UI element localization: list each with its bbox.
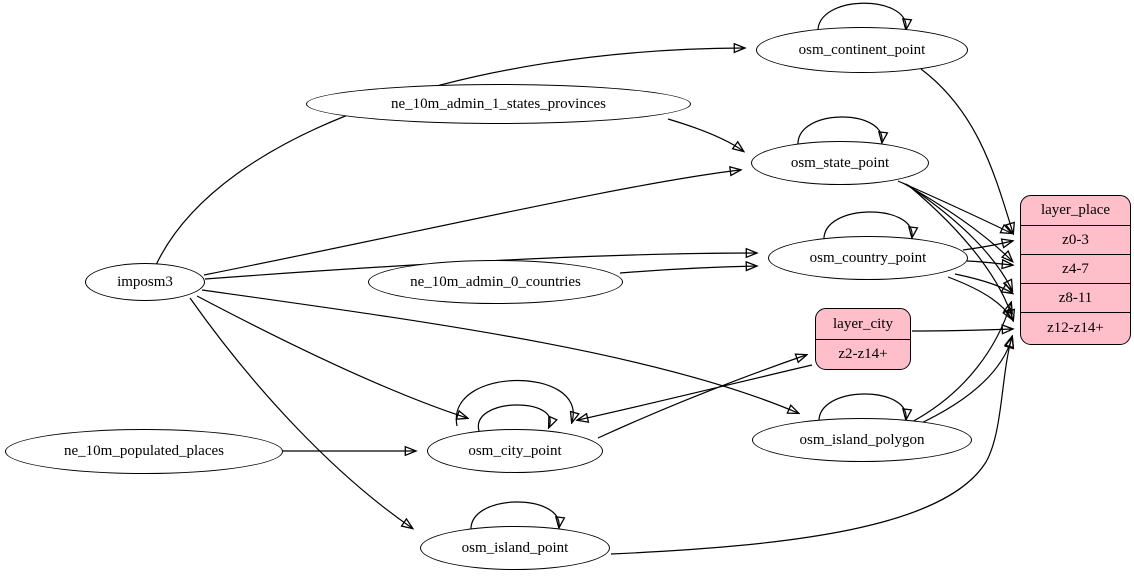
edge-imposm3-osm_state_point	[203, 170, 740, 276]
edge-osm_island_point-layer_place-z12-z14	[610, 337, 1012, 555]
edge-layer_city-layer_place-z12-z14	[911, 329, 1012, 331]
edge-ne_10m_admin_1_states_provinces-osm_state_point	[667, 118, 743, 151]
edge-osm_state_point-layer_place-z4-7	[902, 182, 1012, 261]
node-osm_state_point: osm_state_point	[751, 141, 929, 185]
edge-osm_country_point-layer_place-z12-z14	[947, 276, 1012, 319]
node-osm_country_point-label: osm_country_point	[809, 249, 927, 266]
record-layer_place: layer_place z0-3 z4-7 z8-11 z12-z14+	[1020, 195, 1131, 345]
self-loop-osm_island_point	[470, 501, 559, 532]
node-osm_island_polygon: osm_island_polygon	[752, 418, 972, 462]
node-osm_island_point-label: osm_island_point	[461, 539, 569, 556]
node-osm_state_point-label: osm_state_point	[790, 154, 890, 171]
edge-imposm3-osm_island_polygon	[201, 289, 798, 413]
node-imposm3-label: imposm3	[117, 273, 173, 290]
self-loop-osm_city_point-outer	[455, 379, 573, 427]
record-layer_place-row-z8-11: z8-11	[1021, 283, 1130, 312]
edge-osm_island_polygon-layer_place-z12-z14	[914, 338, 1012, 427]
node-ne_10m_admin_1_states_provinces-label: ne_10m_admin_1_states_provinces	[391, 95, 606, 112]
edge-osm_country_point-layer_place-z0-3	[962, 241, 1012, 251]
self-loop-osm_island_polygon	[818, 393, 906, 424]
record-layer_place-row-z0-3: z0-3	[1021, 225, 1130, 254]
edge-osm_state_point-layer_place-z8-11	[905, 183, 1012, 290]
edge-imposm3-osm_city_point	[196, 295, 467, 418]
node-imposm3: imposm3	[85, 263, 205, 301]
record-layer_place-title: layer_place	[1040, 202, 1111, 218]
self-loop-osm_state_point	[797, 116, 882, 147]
node-ne_10m_populated_places: ne_10m_populated_places	[5, 429, 283, 474]
node-osm_city_point: osm_city_point	[427, 429, 603, 473]
node-osm_island_polygon-label: osm_island_polygon	[799, 431, 925, 448]
record-layer_place-row-z12-z14: z12-z14+	[1021, 312, 1130, 343]
edge-osm_island_polygon-layer_place-z8-11	[909, 303, 1011, 424]
record-layer_city-row-z2-z14: z2-z14+	[816, 339, 910, 368]
node-osm_continent_point: osm_continent_point	[756, 27, 968, 73]
record-layer_city: layer_city z2-z14+	[815, 308, 911, 370]
edge-osm_country_point-layer_place-z8-11	[954, 273, 1012, 293]
node-ne_10m_admin_1_states_provinces: ne_10m_admin_1_states_provinces	[306, 84, 691, 124]
self-loop-osm_city_point-inner	[478, 404, 550, 432]
edge-ne_10m_admin_0_countries-osm_country_point	[619, 266, 756, 274]
node-ne_10m_populated_places-label: ne_10m_populated_places	[64, 443, 224, 459]
edge-osm_state_point-layer_place-z0-3	[897, 180, 1011, 233]
edge-osm_country_point-layer_place-z4-7	[966, 261, 1012, 265]
node-osm_country_point: osm_country_point	[768, 236, 968, 280]
edge-osm_continent_point-layer_place-z0-3	[920, 68, 1013, 233]
record-layer_place-row-z4-7: z4-7	[1021, 254, 1130, 283]
node-ne_10m_admin_0_countries: ne_10m_admin_0_countries	[368, 260, 623, 304]
edge-osm_city_point-layer_city-z2-z14	[597, 355, 806, 439]
node-osm_continent_point-label: osm_continent_point	[798, 41, 926, 58]
edge-layer_city-osm_city_point	[578, 364, 813, 420]
record-layer_city-title: layer_city	[833, 315, 893, 332]
self-loop-osm_country_point	[823, 211, 912, 242]
self-loop-osm_continent_point	[817, 2, 906, 34]
node-ne_10m_admin_0_countries-label: ne_10m_admin_0_countries	[410, 273, 581, 290]
edge-imposm3-osm_continent_point	[155, 48, 744, 266]
node-osm_city_point-label: osm_city_point	[468, 442, 562, 459]
edge-imposm3-osm_island_point	[189, 297, 412, 528]
node-osm_island_point: osm_island_point	[420, 526, 610, 570]
